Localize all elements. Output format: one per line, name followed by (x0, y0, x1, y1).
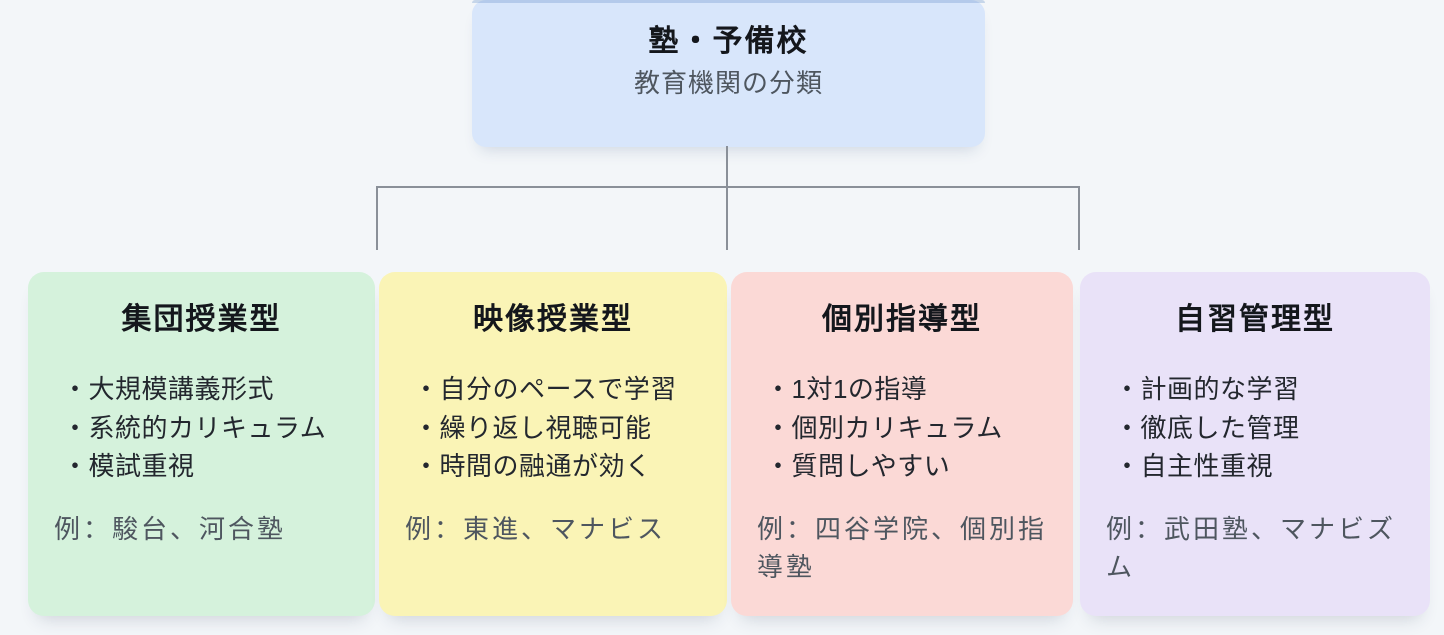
bullet-item: ・系統的カリキュラム (62, 412, 327, 443)
category-title: 自習管理型 (1175, 303, 1335, 336)
root-node: 塾・予備校 教育機関の分類 (472, 0, 985, 147)
bullet-item: ・自分のペースで学習 (413, 374, 677, 404)
category-title: 個別指導型 (822, 303, 982, 336)
category-bullet-list: ・大規模講義形式 ・系統的カリキュラム ・模試重視 (54, 370, 349, 486)
bullet-item: ・1対1の指導 (765, 374, 928, 404)
bullet-item: ・大規模講義形式 (62, 374, 275, 404)
category-node-group-lecture: 集団授業型 ・大規模講義形式 ・系統的カリキュラム ・模試重視 例：駿台、河合塾 (28, 272, 375, 616)
bullet-item: ・個別カリキュラム (765, 412, 1003, 443)
category-title: 映像授業型 (473, 303, 633, 336)
category-bullet-list: ・自分のペースで学習 ・繰り返し視聴可能 ・時間の融通が効く (405, 370, 701, 486)
category-example: 例：四谷学院、個別指導塾 (757, 513, 1048, 583)
connector-crossbar (376, 186, 1080, 188)
bullet-item: ・時間の融通が効く (413, 451, 652, 481)
bullet-item: ・徹底した管理 (1114, 412, 1300, 443)
category-bullet-list: ・1対1の指導 ・個別カリキュラム ・質問しやすい (757, 370, 1047, 486)
root-subtitle: 教育機関の分類 (633, 68, 823, 98)
category-bullet-list: ・計画的な学習 ・徹底した管理 ・自主性重視 (1106, 370, 1404, 486)
category-example: 例：武田塾、マナビズム (1106, 513, 1397, 583)
bullet-item: ・自主性重視 (1114, 451, 1274, 481)
category-node-individual: 個別指導型 ・1対1の指導 ・個別カリキュラム ・質問しやすい 例：四谷学院、個… (731, 272, 1073, 616)
bullet-item: ・模試重視 (62, 451, 195, 481)
category-example: 例：駿台、河合塾 (54, 513, 287, 544)
connector-trunk (726, 146, 728, 250)
connector-drop-right (1078, 186, 1080, 250)
bullet-item: ・繰り返し視聴可能 (413, 412, 652, 443)
category-title: 集団授業型 (121, 303, 282, 336)
category-example: 例：東進、マナビス (405, 513, 667, 544)
root-title: 塾・予備校 (648, 25, 809, 58)
bullet-item: ・質問しやすい (765, 451, 951, 481)
connector-drop-left (376, 186, 378, 250)
category-node-video: 映像授業型 ・自分のペースで学習 ・繰り返し視聴可能 ・時間の融通が効く 例：東… (379, 272, 727, 616)
category-node-self-study: 自習管理型 ・計画的な学習 ・徹底した管理 ・自主性重視 例：武田塾、マナビズム (1080, 272, 1430, 616)
bullet-item: ・計画的な学習 (1114, 374, 1300, 404)
